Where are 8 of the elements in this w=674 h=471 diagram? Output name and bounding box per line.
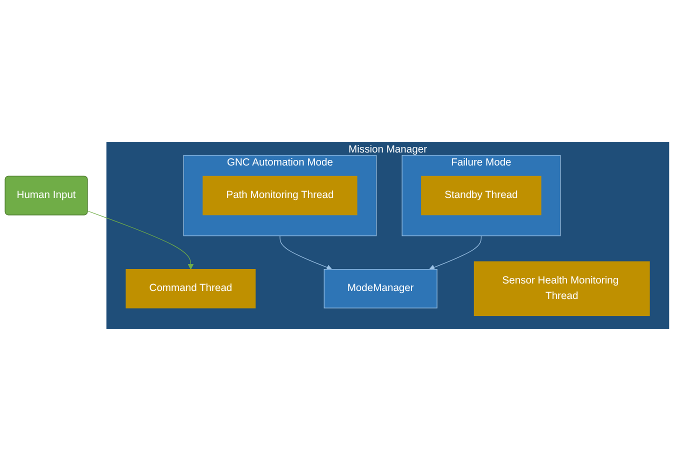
node-box: ModeManager (324, 269, 438, 308)
arrow (429, 236, 482, 270)
node-box: Standby Thread (421, 176, 542, 216)
node-box: Sensor Health Monitoring Thread (474, 261, 650, 316)
arrow (87, 210, 194, 270)
node-box: Path Monitoring Thread (202, 176, 358, 216)
arrow (280, 236, 332, 270)
node-box: Command Thread (126, 269, 256, 308)
